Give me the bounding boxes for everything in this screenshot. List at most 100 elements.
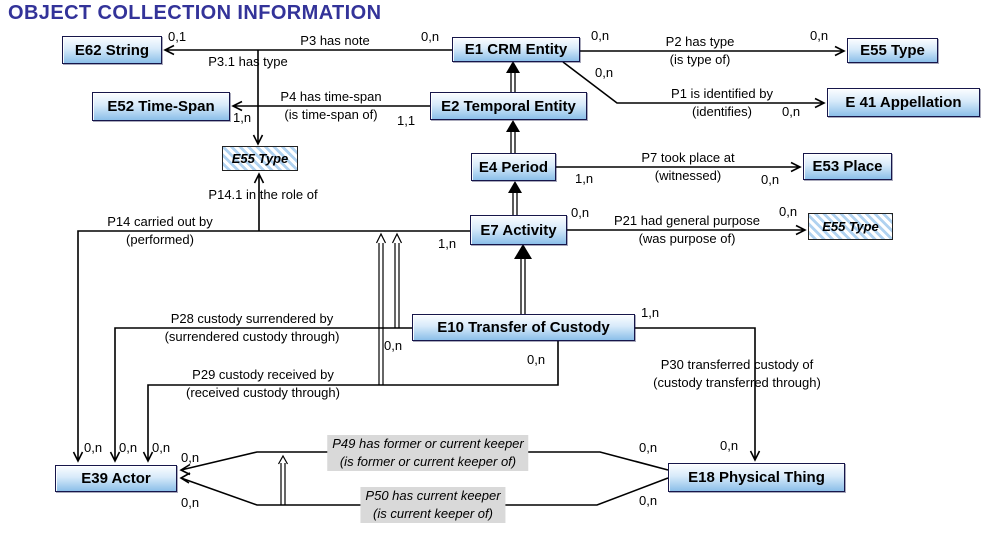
cardinality-p28-domain: 0,n [384, 338, 403, 353]
node-label: E2 Temporal Entity [441, 97, 576, 115]
label-p21-had-general-purpose: P21 had general purpose (was purpose of) [614, 212, 760, 248]
property-text: P14.1 in the role of [208, 187, 318, 202]
cardinality-p49-range: 0,n [181, 450, 200, 465]
label-p49-has-former-or-current-keeper: P49 has former or current keeper (is for… [327, 435, 529, 471]
cardinality-p7-range: 0,n [761, 172, 780, 187]
cardinality-p3-range: 0,1 [168, 29, 187, 44]
cardinality-p14-range: 0,n [84, 440, 103, 455]
arrow-p21-had-general-purpose [567, 224, 807, 236]
node-label: E39 Actor [81, 470, 151, 487]
subproperty-arrow-p29-to-p14 [375, 232, 387, 385]
property-text: P3.1 has type [208, 54, 288, 69]
property-text: P21 had general purpose [613, 213, 761, 228]
node-e10-transfer-of-custody: E10 Transfer of Custody [412, 314, 635, 341]
cardinality-p29-domain: 0,n [527, 352, 546, 367]
label-p4-has-time-span: P4 has time-span (is time-span of) [280, 88, 381, 124]
node-label: E10 Transfer of Custody [437, 319, 610, 336]
cardinality-p1-range: 0,n [782, 104, 801, 119]
node-e41-appellation: E 41 Appellation [827, 88, 980, 117]
cardinality-p30-domain: 1,n [641, 305, 660, 320]
property-text: P29 custody received by [192, 367, 334, 382]
cardinality-p30-range: 0,n [720, 438, 739, 453]
arrow-p14-carried-out-by [72, 230, 470, 463]
cardinality-p49-domain: 0,n [639, 440, 658, 455]
property-text: P2 has type [665, 34, 735, 49]
label-p3-1-has-type: P3.1 has type [208, 53, 288, 71]
cardinality-p2-range: 0,n [810, 28, 829, 43]
cardinality-p2-domain: 0,n [591, 28, 610, 43]
label-p14-1-in-the-role-of: P14.1 in the role of [208, 186, 317, 204]
arrow-p7-took-place-at [556, 161, 802, 173]
cardinality-p28-range: 0,n [119, 440, 138, 455]
arrow-p1-is-identified-by [562, 61, 826, 109]
node-e2-temporal-entity: E2 Temporal Entity [430, 92, 587, 120]
property-text: (is former or current keeper of) [327, 453, 529, 471]
property-text: (surrendered custody through) [164, 329, 340, 344]
isa-head-e10-to-e7 [514, 244, 532, 259]
property-text: P49 has former or current keeper [327, 435, 529, 453]
arrow-p4-has-time-span [231, 100, 430, 112]
node-e52-time-span: E52 Time-Span [92, 92, 230, 121]
property-text: (received custody through) [186, 385, 340, 400]
cardinality-p14-domain: 1,n [438, 236, 457, 251]
property-text: P1 is identified by [671, 86, 773, 101]
node-e1-crm-entity: E1 CRM Entity [452, 37, 580, 62]
property-text: P3 has note [300, 33, 370, 48]
property-text: P4 has time-span [280, 89, 382, 104]
label-p2-has-type: P2 has type (is type of) [666, 33, 735, 69]
node-label: E4 Period [478, 158, 549, 176]
label-p29-custody-received-by: P29 custody received by (received custod… [186, 366, 340, 402]
cardinality-p4-domain: 1,1 [397, 113, 416, 128]
label-p28-custody-surrendered-by: P28 custody surrendered by (surrendered … [165, 310, 340, 346]
node-label: E53 Place [812, 158, 883, 175]
cardinality-p21-domain: 0,n [571, 205, 590, 220]
arrow-p2-has-type [580, 45, 846, 57]
arrow-p30-transferred-custody-of [635, 327, 761, 462]
isa-head-e7-to-e4 [508, 181, 522, 193]
property-text: (custody transferred through) [653, 375, 821, 390]
property-text: (witnessed) [654, 168, 722, 183]
node-e55-type-purpose: E55 Type [808, 213, 893, 240]
arrow-p3-has-note [163, 44, 452, 56]
node-e62-string: E62 String [62, 36, 162, 64]
isa-shaft-e10-to-e7 [520, 252, 526, 314]
node-e18-physical-thing: E18 Physical Thing [668, 463, 845, 492]
node-label: E55 Type [860, 42, 925, 59]
property-text: (was purpose of) [638, 231, 736, 246]
property-text: (is type of) [669, 52, 731, 67]
node-label: E 41 Appellation [845, 94, 962, 111]
label-p1-is-identified-by: P1 is identified by (identifies) [671, 85, 773, 121]
cardinality-p4-range: 1,n [233, 110, 252, 125]
property-text: (is time-span of) [284, 107, 378, 122]
property-text: P28 custody surrendered by [170, 311, 334, 326]
node-e55-type-top: E55 Type [847, 38, 938, 63]
node-label: E1 CRM Entity [464, 41, 568, 58]
node-label: E55 Type [231, 151, 289, 166]
arrow-p3-1-has-type [252, 50, 264, 146]
arrow-p14-1-in-the-role-of [253, 172, 265, 231]
node-e55-type-role: E55 Type [222, 146, 298, 171]
property-text: P50 has current keeper [360, 487, 506, 505]
page-title: OBJECT COLLECTION INFORMATION [8, 2, 382, 24]
property-text: P30 transferred custody of [660, 357, 814, 372]
label-p7-took-place-at: P7 took place at (witnessed) [641, 149, 734, 185]
property-text: (identifies) [692, 104, 752, 119]
node-label: E52 Time-Span [107, 98, 215, 115]
node-e39-actor: E39 Actor [55, 465, 177, 492]
cardinality-p7-domain: 1,n [575, 171, 594, 186]
cardinality-p3-domain: 0,n [421, 29, 440, 44]
label-p50-has-current-keeper: P50 has current keeper (is current keepe… [360, 487, 506, 523]
cardinality-p50-range: 0,n [181, 495, 200, 510]
subproperty-arrow-p50-to-p49 [277, 454, 289, 505]
node-label: E18 Physical Thing [688, 469, 825, 486]
label-p14-carried-out-by: P14 carried out by (performed) [107, 213, 213, 249]
cardinality-p29-range: 0,n [152, 440, 171, 455]
node-e7-activity: E7 Activity [470, 215, 567, 245]
node-e53-place: E53 Place [803, 153, 892, 180]
property-text: (performed) [126, 232, 194, 247]
node-e4-period: E4 Period [471, 153, 556, 181]
property-text: P7 took place at [641, 150, 735, 165]
label-p3-has-note: P3 has note [300, 32, 369, 50]
arrow-p28-custody-surrendered-by [109, 327, 412, 463]
